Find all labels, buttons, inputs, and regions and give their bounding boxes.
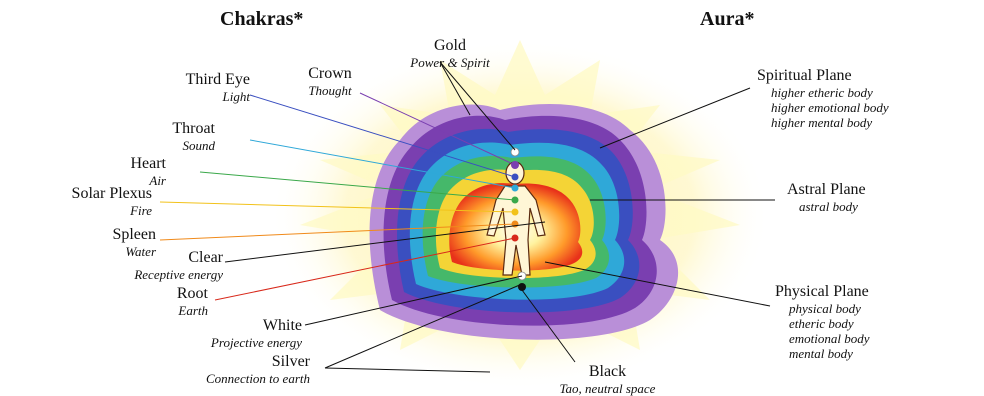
solar-plexus-sublabel: Fire [4, 204, 152, 217]
spleen-label: Spleen [60, 227, 156, 243]
throat-label: Throat [120, 121, 215, 137]
physical-plane-line: physical body [789, 302, 870, 315]
gold-sublabel: Power & Spirit [380, 56, 520, 69]
crown-label-group: Crown Thought [275, 66, 385, 97]
spiritual-plane-title: Spiritual Plane [757, 68, 889, 84]
gold-chakra-dot [511, 148, 519, 156]
third-eye-label-group: Third Eye Light [120, 72, 250, 103]
spiritual-plane-line: higher etheric body [771, 86, 889, 99]
physical-plane-line: emotional body [789, 332, 870, 345]
solar-plexus-label-group: Solar Plexus Fire [4, 186, 152, 217]
astral-plane-title: Astral Plane [787, 182, 866, 198]
clear-sublabel: Receptive energy [60, 268, 223, 281]
physical-plane-group: Physical Plane physical body etheric bod… [775, 284, 870, 360]
aura-heading: Aura* [700, 8, 754, 31]
crown-label: Crown [275, 66, 385, 82]
spiritual-plane-line: higher emotional body [771, 101, 889, 114]
gold-label-group: Gold Power & Spirit [380, 38, 520, 69]
heart-label-group: Heart Air [80, 156, 166, 187]
physical-plane-title: Physical Plane [775, 284, 870, 300]
silver-sublabel: Connection to earth [120, 372, 310, 385]
third-eye-sublabel: Light [120, 90, 250, 103]
root-sublabel: Earth [100, 304, 208, 317]
root-label: Root [100, 286, 208, 302]
silver-label: Silver [120, 354, 310, 370]
solar-plexus-label: Solar Plexus [4, 186, 152, 202]
black-label-group: Black Tao, neutral space [515, 364, 700, 395]
physical-plane-line: etheric body [789, 317, 870, 330]
astral-plane-line: astral body [799, 200, 866, 213]
silver-label-group: Silver Connection to earth [120, 354, 310, 385]
physical-plane-line: mental body [789, 347, 870, 360]
white-sublabel: Projective energy [130, 336, 302, 349]
third-eye-label: Third Eye [120, 72, 250, 88]
clear-label: Clear [60, 250, 223, 266]
crown-sublabel: Thought [275, 84, 385, 97]
heart-label: Heart [80, 156, 166, 172]
root-label-group: Root Earth [100, 286, 208, 317]
chakras-heading: Chakras* [220, 8, 303, 31]
gold-label: Gold [380, 38, 520, 54]
spiritual-plane-line: higher mental body [771, 116, 889, 129]
spiritual-plane-group: Spiritual Plane higher etheric body high… [757, 68, 889, 129]
throat-sublabel: Sound [120, 139, 215, 152]
astral-plane-group: Astral Plane astral body [787, 182, 866, 213]
white-label: White [130, 318, 302, 334]
black-sublabel: Tao, neutral space [515, 382, 700, 395]
black-label: Black [515, 364, 700, 380]
white-label-group: White Projective energy [130, 318, 302, 349]
throat-label-group: Throat Sound [120, 121, 215, 152]
clear-label-group: Clear Receptive energy [60, 250, 223, 281]
